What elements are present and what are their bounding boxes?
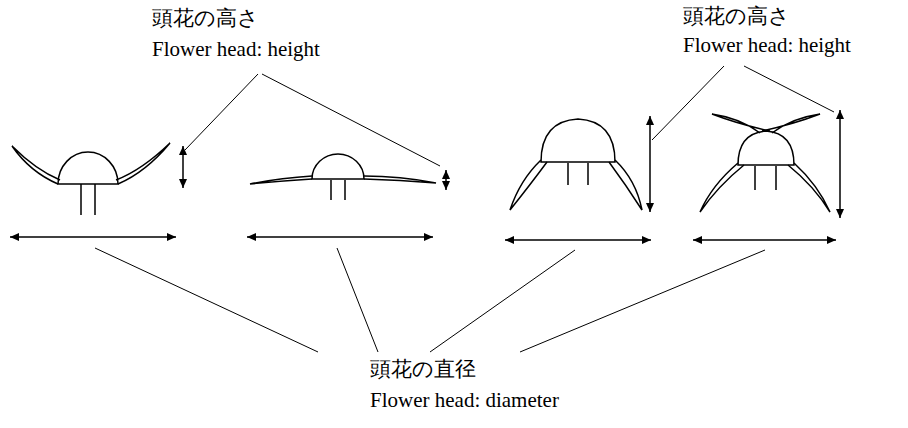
label-japanese: 頭花の高さ [683, 4, 790, 29]
label-english: Flower head: height [683, 33, 851, 58]
label-english: Flower head: diameter [370, 388, 559, 413]
label-japanese: 頭花の直径 [370, 357, 476, 382]
label-english: Flower head: height [152, 37, 320, 62]
label-japanese: 頭花の高さ [152, 6, 259, 31]
